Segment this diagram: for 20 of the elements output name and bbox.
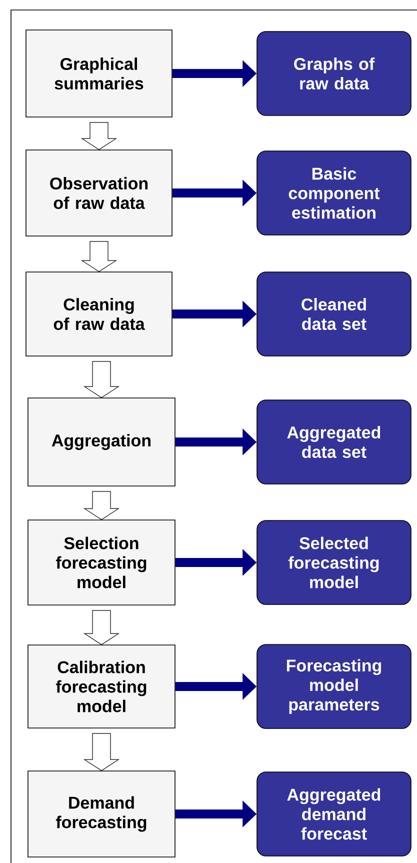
block-arrow [83, 491, 120, 520]
process-box: Calibration forecasting model [28, 644, 176, 728]
result-box: Aggregated demand forecast [256, 772, 412, 856]
process-box: Cleaning of raw data [26, 272, 172, 356]
block-arrow [80, 241, 118, 272]
process-box: Observation of raw data [26, 150, 172, 236]
result-box: Selected forecasting model [256, 520, 412, 605]
process-box: Aggregation [28, 398, 176, 486]
process-box: Graphical summaries [26, 30, 172, 118]
result-box: Graphs of raw data [256, 31, 412, 116]
process-box: Selection forecasting model [28, 520, 176, 606]
block-arrow [80, 122, 118, 150]
result-box: Cleaned data set [256, 272, 412, 356]
result-box: Forecasting model parameters [256, 644, 412, 729]
process-box: Demand forecasting [28, 770, 176, 858]
block-arrow [83, 610, 120, 645]
block-arrow [83, 733, 120, 771]
result-box: Aggregated data set [256, 400, 412, 484]
block-arrow [83, 361, 120, 398]
result-box: Basic component estimation [256, 150, 412, 236]
